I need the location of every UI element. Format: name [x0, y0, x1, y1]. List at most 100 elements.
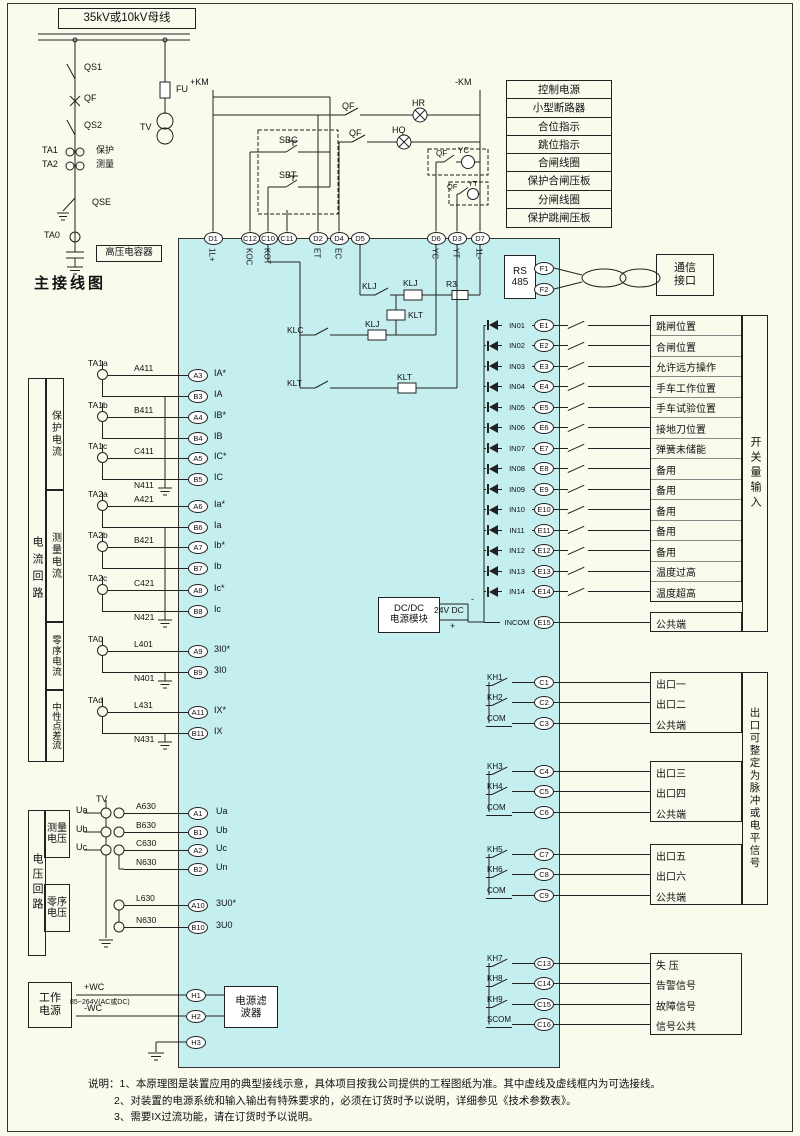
voltage-input-row: B630 B1 Ub	[124, 820, 324, 842]
wire	[102, 444, 103, 452]
switch-contact-icon	[568, 318, 588, 332]
wire	[554, 468, 568, 469]
incom-row: INCOM E15	[484, 612, 650, 633]
output-group-rows: KH5 C7 KH6 C8 COM C9	[486, 844, 650, 906]
diode-icon	[486, 340, 498, 351]
input-desc-cell: 温度超高	[656, 589, 696, 600]
tv-winding-icon	[156, 112, 174, 130]
wire	[554, 983, 650, 984]
contact-label: KH4	[487, 782, 503, 792]
ct-input-group: TA1a A411 A3 B3 IA* IA	[88, 358, 318, 410]
wire	[484, 550, 486, 551]
terminal: B2	[188, 862, 208, 876]
wire-label: L401	[134, 639, 153, 649]
digital-input-row: IN08 E8	[484, 458, 650, 479]
output-group-rows: KH3 C4 KH4 C5 COM C6	[486, 761, 650, 823]
wire	[588, 570, 650, 572]
terminal: D1	[203, 231, 223, 245]
wire	[498, 365, 502, 367]
wire-tag: YT	[451, 247, 461, 258]
top-terminal: D5	[350, 231, 371, 282]
wire	[554, 1003, 650, 1005]
terminal: E1	[534, 318, 554, 332]
terminal: E5	[534, 400, 554, 414]
wire-label: C421	[134, 578, 155, 588]
wire	[124, 869, 188, 870]
ct-label: TA1c	[88, 441, 108, 451]
switch-contact-icon	[568, 359, 588, 373]
minus-label: -	[471, 594, 474, 604]
input-signal-label: IN06	[509, 423, 525, 432]
work-power-box: 工作电源	[28, 982, 72, 1028]
digital-input-row: IN06 E6	[484, 417, 650, 438]
wire	[532, 406, 534, 408]
diode-icon	[486, 566, 498, 577]
current-loop-label: 电流回路	[28, 378, 46, 762]
contact-label: KH6	[487, 865, 503, 875]
contact-label: COM	[487, 885, 506, 895]
wire	[498, 345, 502, 346]
wire	[102, 552, 103, 569]
terminal: E2	[534, 339, 554, 352]
wire	[588, 386, 650, 387]
wire	[103, 396, 188, 397]
ct-input-group: TA1c C411 N411 A5 B5 IC* IC	[88, 441, 318, 493]
capacitor-box: 高压电容器	[96, 245, 162, 262]
terminal: C12	[240, 231, 260, 245]
wire	[108, 506, 188, 507]
terminal: C16	[534, 1018, 554, 1031]
neutral-wire-label: N421	[134, 612, 155, 622]
relay-contact-icon: KH8	[486, 973, 512, 994]
signal-label: Uc	[216, 843, 227, 853]
wire	[103, 527, 188, 528]
signal-label: Un	[216, 862, 228, 872]
terminal: H3	[186, 1035, 206, 1049]
diode-icon	[486, 320, 498, 331]
diode-icon	[486, 402, 498, 413]
output-row: KH9 C15	[486, 994, 650, 1015]
output-desc-cell: 出口一	[656, 679, 686, 691]
wire	[554, 570, 568, 572]
optional-dashed-box	[427, 148, 489, 176]
output-desc-cell: 出口五	[656, 851, 686, 863]
switch-contact-icon	[568, 339, 588, 353]
wire	[554, 874, 650, 875]
wire	[588, 468, 650, 469]
section-label: 中性点差流	[46, 690, 64, 762]
cable-loop-icon	[581, 268, 627, 288]
dcdc-output-label: 24V DC	[434, 605, 464, 615]
top-terminal: D6 YC	[426, 231, 447, 282]
wire	[102, 533, 103, 541]
tv-label: TV	[96, 794, 108, 804]
contact-label: KH8	[487, 974, 503, 984]
wire	[554, 447, 568, 449]
output-desc-cell: 公共端	[656, 720, 686, 732]
qf-aux-label: QF	[349, 128, 362, 138]
wire-label: B421	[134, 535, 154, 545]
wire-label: A411	[134, 363, 154, 373]
input-desc-cell: 手车工作位置	[651, 377, 741, 398]
top-terminal: D1 1L+	[203, 231, 224, 282]
switch-contact-icon	[568, 482, 588, 496]
klt-coil-label: KLT	[397, 372, 412, 382]
wire	[102, 576, 103, 584]
wire	[102, 422, 103, 439]
output-side-label: 出口可整定为脉冲或电平信号	[742, 671, 768, 905]
wire	[108, 375, 188, 376]
switch-contact-icon	[568, 421, 588, 435]
sbt-label: SBT	[279, 170, 297, 180]
power-wiring	[76, 994, 224, 1061]
wire	[484, 591, 486, 592]
terminal: D3	[447, 231, 467, 245]
digital-input-row: IN11 E11	[484, 520, 650, 541]
wire	[484, 447, 486, 449]
wire	[512, 722, 534, 724]
terminal: E6	[534, 421, 554, 434]
legend-item: 合闸线圈	[507, 154, 611, 173]
wire	[532, 324, 534, 326]
input-signal-label: IN08	[509, 464, 525, 473]
comm-interface-box: 通信接口	[656, 254, 714, 296]
wire	[498, 488, 502, 490]
terminal: A6	[188, 499, 208, 513]
ct-label: TAd	[88, 695, 103, 705]
